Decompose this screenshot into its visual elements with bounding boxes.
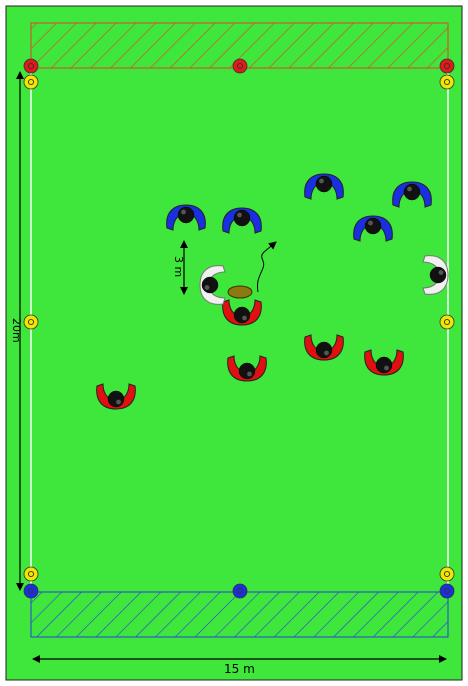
bottom-end-zone xyxy=(31,592,448,637)
yellow-marker-cone xyxy=(24,567,38,581)
red-marker-cone xyxy=(440,59,454,73)
blue-marker-cone xyxy=(233,584,247,598)
ball xyxy=(228,286,252,298)
distance-label: 3 m xyxy=(172,256,185,277)
yellow-marker-cone xyxy=(440,315,454,329)
width-label: 15 m xyxy=(224,662,255,676)
red-marker-cone xyxy=(233,59,247,73)
yellow-marker-cone xyxy=(24,75,38,89)
length-label: 20m xyxy=(10,318,23,343)
blue-marker-cone xyxy=(24,584,38,598)
blue-marker-cone xyxy=(440,584,454,598)
yellow-marker-cone xyxy=(440,75,454,89)
red-marker-cone xyxy=(24,59,38,73)
yellow-marker-cone xyxy=(440,567,454,581)
pitch-surface xyxy=(6,6,462,680)
yellow-marker-cone xyxy=(24,315,38,329)
